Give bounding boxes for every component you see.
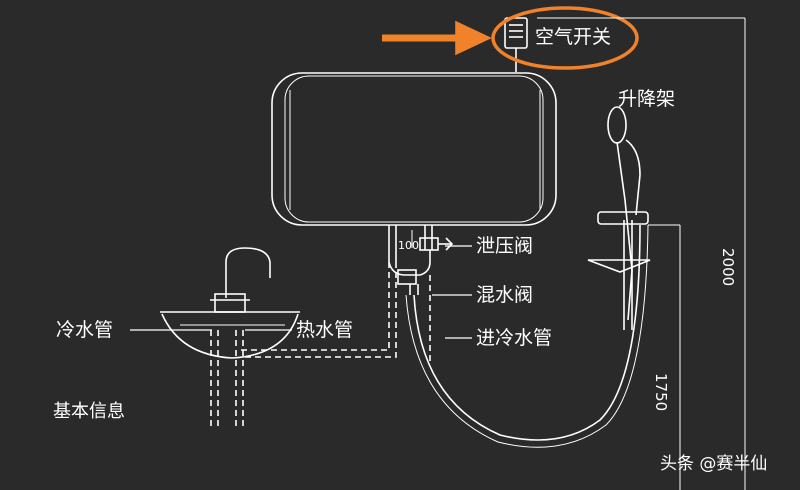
mixing-valve-label: 混水阀 bbox=[476, 284, 534, 306]
water-heater-tank bbox=[271, 72, 557, 226]
dimension-lines bbox=[537, 17, 746, 490]
relief-valve-label: 泄压阀 bbox=[476, 235, 534, 257]
cold-inlet-pipe-label: 进冷水管 bbox=[476, 327, 553, 349]
air-switch-box bbox=[504, 17, 528, 72]
pipe-spacing-label: 100 bbox=[398, 239, 419, 252]
height-2000-label: 2000 bbox=[719, 248, 737, 287]
cold-inlet-hose bbox=[413, 224, 641, 441]
air-switch-label: 空气开关 bbox=[535, 26, 612, 48]
highlight-circle bbox=[491, 6, 639, 70]
shower-lift-rack bbox=[587, 106, 651, 330]
basic-info-label: 基本信息 bbox=[53, 401, 125, 422]
hot-pipe-label: 热水管 bbox=[296, 319, 354, 341]
watermark: 头条 @赛半仙 bbox=[660, 454, 768, 474]
hidden-pipes bbox=[210, 262, 431, 430]
cold-pipe-label: 冷水管 bbox=[56, 319, 114, 341]
basin-with-faucet bbox=[160, 247, 300, 359]
heater-pipes bbox=[388, 225, 454, 295]
leader-lines bbox=[130, 245, 472, 339]
lift-rack-label: 升降架 bbox=[618, 88, 676, 110]
highlight-arrow-head bbox=[455, 20, 492, 56]
height-1750-label: 1750 bbox=[652, 373, 670, 412]
